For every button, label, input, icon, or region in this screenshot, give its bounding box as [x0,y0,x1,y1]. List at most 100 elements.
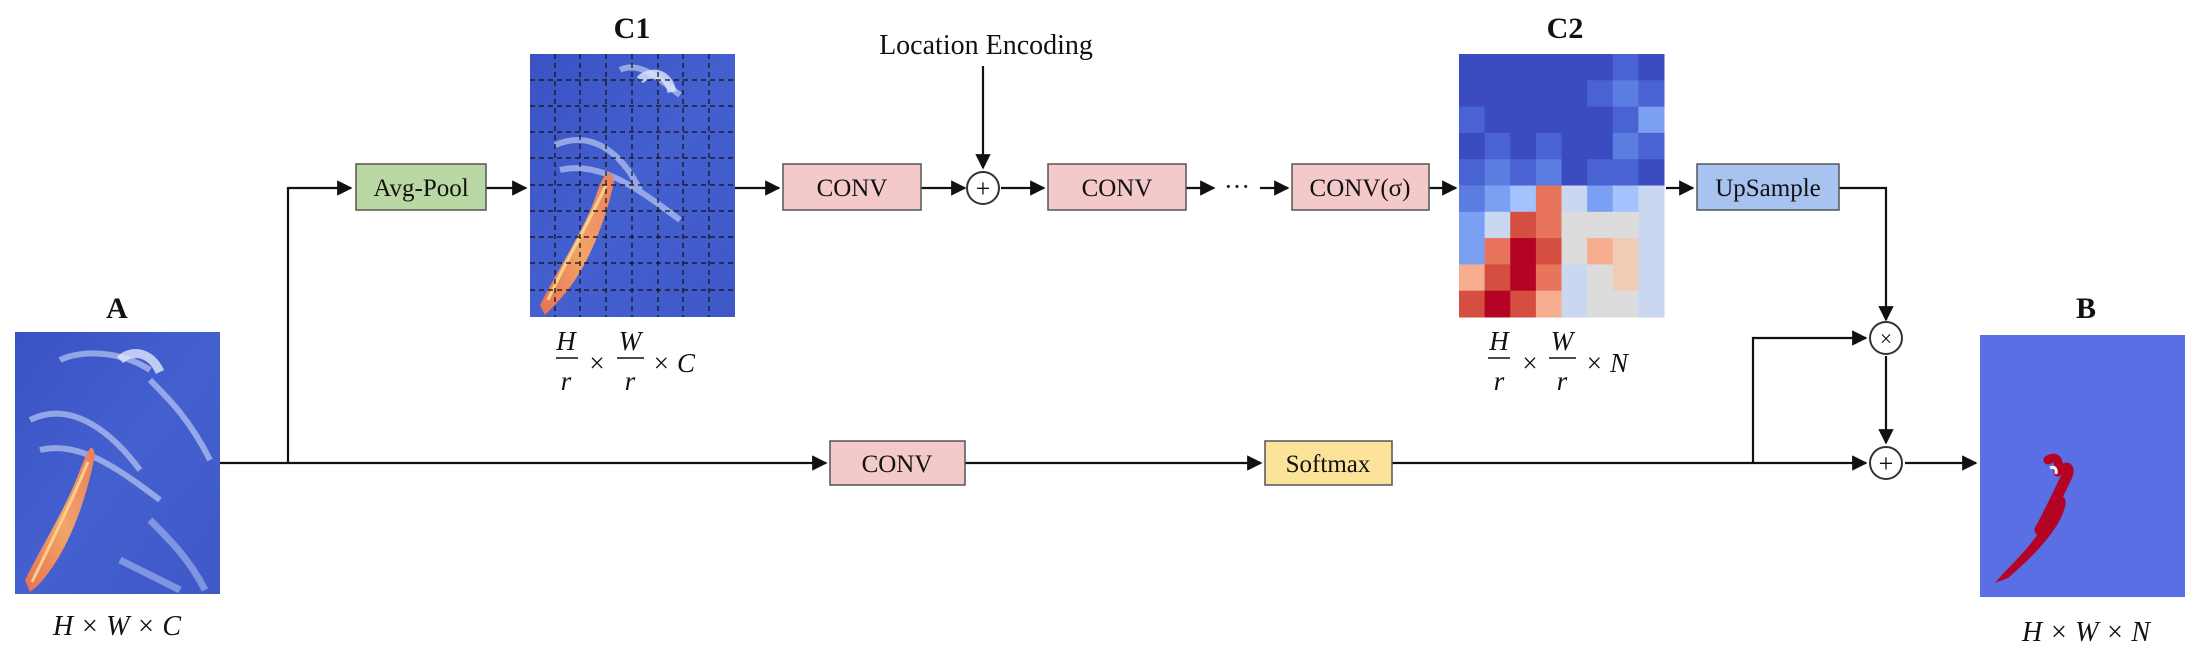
c2-cell [1638,238,1665,265]
c2-cell [1638,290,1665,318]
c2-cell [1587,132,1614,160]
c2-dims-tail: × N [1585,348,1630,378]
c1-dims-tail: × C [652,348,696,378]
c2-cell [1484,238,1511,265]
c2-cell [1510,211,1537,239]
c2-frac-h-den: r [1494,366,1505,396]
c2-cell [1612,106,1639,134]
c2-cell [1612,264,1639,292]
c2-cell [1587,185,1614,213]
c2-cell [1484,185,1511,213]
c2-cell [1561,211,1588,239]
edge-softmax-to-multiply [1751,330,1868,463]
c1-frac-h-den: r [561,366,572,396]
c2-cell [1484,159,1511,186]
pooling-grid [530,54,735,317]
c2-cell [1587,211,1614,239]
c2-cell [1612,211,1639,239]
edge-upsample-to-multiply [1839,186,1894,322]
block-softmax: Softmax [1264,440,1393,486]
panel-b: B H × W × N [1980,292,2185,648]
add-bottom-operator: + [1869,446,1903,480]
c2-cell [1484,211,1511,239]
c2-cell [1459,185,1486,213]
panel-c2-dims: H r × W r × N [1488,326,1630,396]
c2-cell [1638,54,1665,81]
c1-frac-h-num: H [555,326,577,356]
c2-cell [1459,211,1486,239]
panel-c1-title: C1 [614,12,651,45]
c2-cell [1484,106,1511,134]
c2-cell [1587,54,1614,81]
c2-cell [1587,238,1614,265]
c2-cell [1510,238,1537,265]
c2-cell [1459,290,1486,318]
ellipsis-label: ··· [1224,172,1250,201]
c1-frac-w-num: W [619,326,644,356]
c2-cell [1535,159,1563,186]
c2-cell [1459,238,1486,265]
c2-cell [1535,185,1563,213]
multiply-symbol: × [1880,326,1892,351]
block-conv-sigma: CONV(σ) [1291,163,1430,211]
panel-b-title: B [2076,292,2096,325]
c2-cell [1612,159,1639,186]
c2-cell [1510,290,1537,318]
add-top-symbol: + [976,174,991,203]
c2-cell [1484,264,1511,292]
c2-cell [1587,159,1614,186]
c2-cell [1535,211,1563,239]
location-encoding-label: Location Encoding [879,30,1093,61]
block-conv-2: CONV [1047,163,1187,211]
block-avg-pool: Avg-Pool [355,163,487,211]
panel-a: A H × W × C [15,292,220,642]
c2-cell [1535,264,1563,292]
c2-cell [1510,264,1537,292]
c2-cell [1459,132,1486,160]
upsample-label: UpSample [1715,175,1821,202]
c2-cell [1561,132,1588,160]
c2-cell [1484,132,1511,160]
panel-c1: C1 [530,12,735,396]
c2-frac-h-num: H [1488,326,1510,356]
softmax-label: Softmax [1286,451,1371,478]
c2-cell [1561,290,1588,318]
c2-cell [1561,54,1588,81]
edges [220,66,1978,471]
feature-map-c2 [1459,54,1665,318]
c2-cell [1535,80,1563,108]
c2-cell [1561,264,1588,292]
panel-c2: C2 H r × W r × N [1459,12,1665,396]
c2-cell [1561,159,1588,186]
c2-cell [1612,80,1639,108]
panel-a-dims: H × W × C [52,611,181,642]
c2-frac-w-den: r [1557,366,1568,396]
c2-cell [1561,238,1588,265]
c2-cell [1510,159,1537,186]
c2-cell [1638,264,1665,292]
c2-cell [1510,106,1537,134]
c2-cell [1561,106,1588,134]
feature-map-c1 [530,54,735,317]
panel-b-dims: H × W × N [2021,617,2151,648]
block-upsample: UpSample [1696,163,1840,211]
c2-cell [1612,238,1639,265]
c2-cell [1587,80,1614,108]
c2-cell [1535,54,1563,81]
conv-2-label: CONV [1082,175,1153,202]
c2-cell [1484,290,1511,318]
c2-cell [1638,211,1665,239]
c2-cell [1510,185,1537,213]
c2-cell [1612,290,1639,318]
c2-cell [1638,159,1665,186]
c2-frac-w-num: W [1551,326,1576,356]
c2-cell [1535,238,1563,265]
c2-cell [1638,132,1665,160]
c2-cell [1459,106,1486,134]
c2-cell [1561,80,1588,108]
panel-c1-dims: H r × W r × C [555,326,696,396]
c2-cell [1587,264,1614,292]
c2-cell [1459,54,1486,81]
c2-cell [1510,54,1537,81]
